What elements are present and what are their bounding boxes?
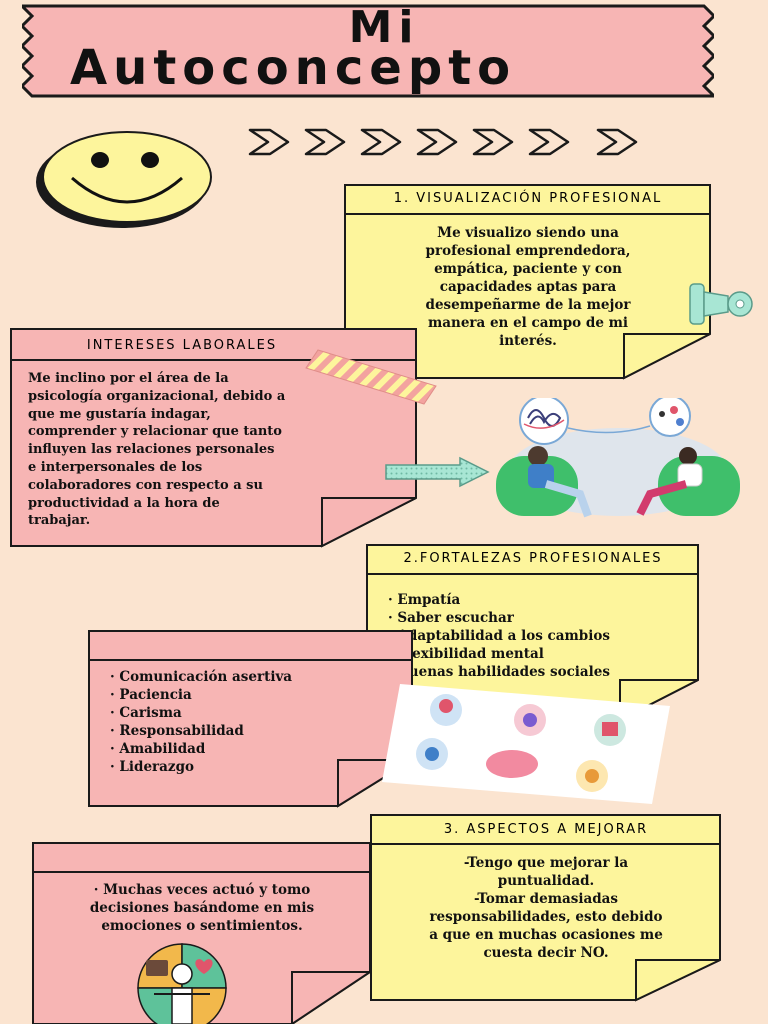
intereses-text: Me inclino por el área de la psicología …: [28, 371, 286, 529]
list-item: · Responsabilidad: [110, 723, 244, 739]
pink-bottom-text: · Muchas veces actuó y tomo decisiones b…: [89, 882, 315, 934]
list-item: · Paciencia: [110, 687, 192, 703]
intereses-header: INTERESES LABORALES: [86, 338, 278, 353]
visualizacion-note: [344, 184, 711, 380]
washi-tape-icon: [305, 349, 437, 405]
list-item: · Flexibilidad mental: [388, 646, 544, 662]
list-item: · Empatía: [388, 592, 461, 608]
list-item: · Adaptabilidad a los cambios: [388, 628, 610, 644]
section1-header: 1. VISUALIZACIÓN PROFESIONAL: [393, 191, 663, 206]
section3-text: -Tengo que mejorar la puntualidad. -Toma…: [429, 855, 663, 961]
list-item: · Liderazgo: [110, 759, 195, 775]
therapy-illustration: [496, 398, 740, 518]
intereses-note: [10, 328, 417, 548]
section3-header: 3. ASPECTOS A MEJORAR: [443, 822, 649, 837]
section2-header: 2.FORTALEZAS PROFESIONALES: [403, 551, 663, 566]
section1-text: Me visualizo siendo una profesional empr…: [425, 225, 631, 349]
brain-collage-illustration: [382, 684, 670, 804]
list-item: · Buenas habilidades sociales: [388, 664, 610, 680]
list-item: · Comunicación asertiva: [110, 669, 293, 685]
fortalezas-list: · Empatía · Saber escuchar · Adaptabilid…: [388, 591, 610, 681]
emociones-note: [32, 842, 372, 1024]
binder-clip-icon: [689, 283, 753, 325]
title-line-2: Autoconcepto: [70, 40, 517, 96]
title-line-1: Mi: [348, 2, 420, 53]
aspectos-note: [370, 814, 721, 1002]
balance-person-icon: [137, 943, 227, 1024]
smiley-icon: [36, 131, 212, 228]
list-item: · Amabilidad: [110, 741, 206, 757]
chevron-arrows-icon: [248, 128, 638, 156]
mint-arrow-icon: [385, 456, 490, 488]
title-banner: [22, 4, 714, 98]
cualidades-list: · Comunicación asertiva · Paciencia · Ca…: [110, 668, 292, 776]
cualidades-note: [88, 630, 416, 808]
list-item: · Carisma: [110, 705, 182, 721]
list-item: · Saber escuchar: [388, 610, 514, 626]
